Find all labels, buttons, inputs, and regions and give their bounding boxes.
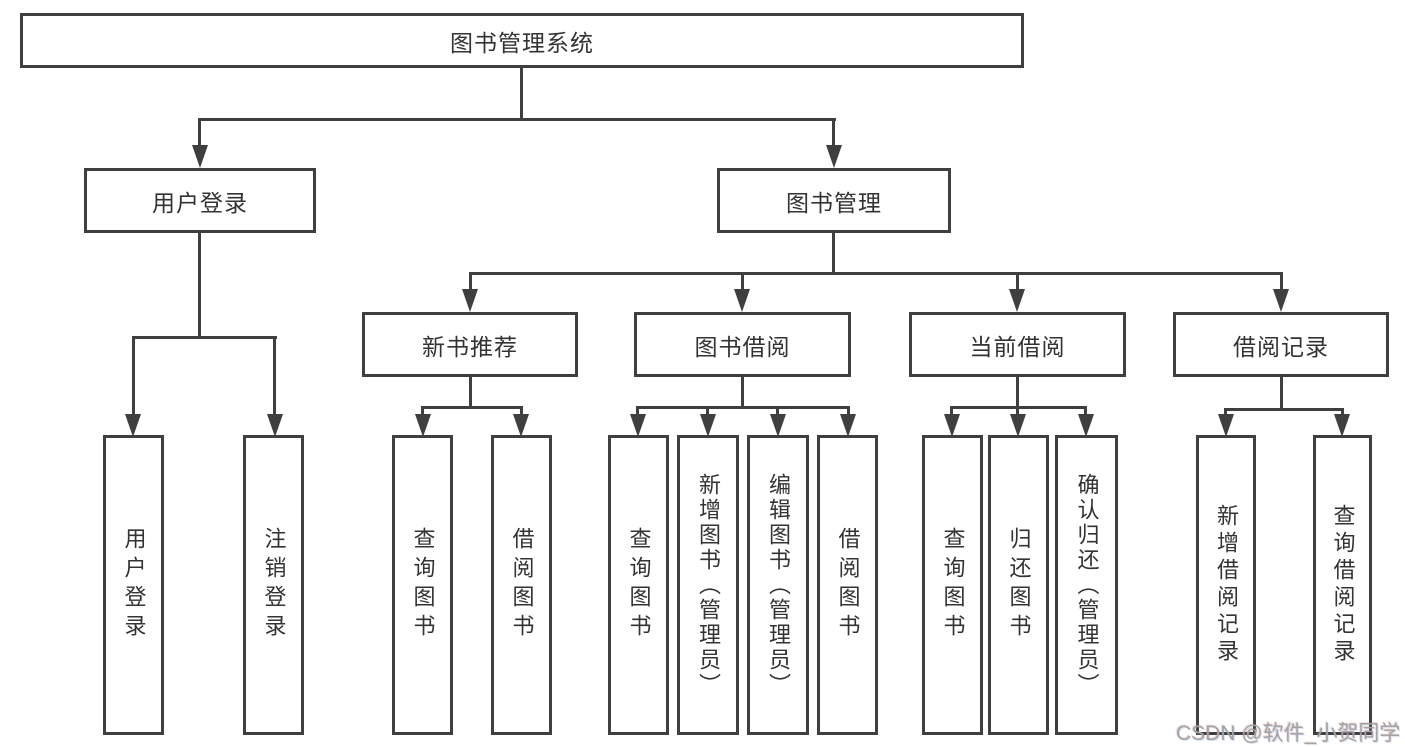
connector-user-login-hline xyxy=(132,336,277,339)
leaf-cb-confirm-return-admin: 确认归还（管理员） xyxy=(1055,435,1118,735)
node-library-management-system: 图书管理系统 xyxy=(20,13,1024,68)
leaf-cb-return-books-label: 归还图书 xyxy=(1006,527,1032,643)
leaf-logout-label: 注销登录 xyxy=(261,527,287,643)
arrow-to-nb-query-books xyxy=(415,414,431,437)
leaf-bb-query-books-label: 查询图书 xyxy=(626,527,652,643)
leaf-bb-query-books: 查询图书 xyxy=(608,435,669,735)
connector-user-login-drop-1 xyxy=(132,336,135,416)
connector-br-drop-2 xyxy=(1341,408,1344,418)
node-new-book-recommend: 新书推荐 xyxy=(362,312,578,377)
node-book-management: 图书管理 xyxy=(717,168,951,233)
node-book-management-label: 图书管理 xyxy=(786,189,882,216)
node-library-management-system-label: 图书管理系统 xyxy=(450,29,594,56)
arrow-to-bb-query-books xyxy=(630,414,646,437)
connector-root-drop-right xyxy=(832,118,835,148)
arrow-to-book-borrowing xyxy=(734,289,750,312)
connector-bb-drop-4 xyxy=(847,406,850,418)
leaf-bb-edit-books-admin: 编辑图书（管理员） xyxy=(747,435,809,735)
arrow-to-leaf-logout xyxy=(267,414,283,437)
connector-cb-drop-3 xyxy=(1084,406,1087,418)
arrow-to-current-borrowing xyxy=(1009,289,1025,312)
connector-user-login-drop-2 xyxy=(273,336,276,416)
arrow-to-bb-borrow-books xyxy=(840,414,856,437)
connector-bb-drop-3 xyxy=(776,406,779,418)
arrow-to-book-management xyxy=(826,145,842,168)
leaf-cb-confirm-return-admin-label: 确认归还（管理员） xyxy=(1074,472,1100,698)
connector-book-mgmt-drop-3 xyxy=(1016,272,1019,292)
node-borrowing-records: 借阅记录 xyxy=(1173,312,1389,377)
node-new-book-recommend-label: 新书推荐 xyxy=(422,333,518,360)
leaf-bb-add-books-admin-label: 新增图书（管理员） xyxy=(696,472,721,698)
connector-user-login-vline xyxy=(198,233,201,336)
node-user-login-label: 用户登录 xyxy=(152,189,248,216)
leaf-user-login-label: 用户登录 xyxy=(121,527,147,643)
leaf-logout: 注销登录 xyxy=(243,435,304,735)
connector-book-mgmt-drop-2 xyxy=(741,272,744,292)
leaf-cb-query-books-label: 查询图书 xyxy=(940,527,966,643)
connector-nb-vline xyxy=(469,377,472,406)
leaf-nb-borrow-books-label: 借阅图书 xyxy=(509,527,535,643)
connector-bb-vline xyxy=(741,377,744,406)
arrow-to-br-query-record xyxy=(1334,414,1350,437)
connector-root-vline xyxy=(520,68,523,120)
connector-cb-vline xyxy=(1016,377,1019,406)
arrow-to-user-login xyxy=(192,145,208,168)
arrow-to-borrowing-records xyxy=(1273,289,1289,312)
node-borrowing-records-label: 借阅记录 xyxy=(1233,333,1329,360)
connector-bb-hline xyxy=(636,406,850,409)
node-current-borrowing: 当前借阅 xyxy=(909,312,1126,377)
leaf-br-query-record-label: 查询借阅记录 xyxy=(1330,504,1356,666)
connector-nb-drop-2 xyxy=(520,406,523,418)
leaf-nb-query-books-label: 查询图书 xyxy=(410,527,436,643)
arrow-to-bb-edit-books xyxy=(770,414,786,437)
connector-root-hline xyxy=(198,118,836,121)
connector-book-mgmt-hline xyxy=(469,272,1283,275)
leaf-nb-query-books: 查询图书 xyxy=(392,435,453,735)
arrow-to-leaf-user-login xyxy=(125,414,141,437)
node-user-login: 用户登录 xyxy=(84,168,316,233)
arrow-to-cb-query-books xyxy=(944,414,960,437)
connector-cb-drop-1 xyxy=(950,406,953,418)
leaf-br-add-record-label: 新增借阅记录 xyxy=(1214,504,1239,666)
leaf-bb-edit-books-admin-label: 编辑图书（管理员） xyxy=(766,472,791,698)
connector-br-vline xyxy=(1280,377,1283,408)
connector-br-hline xyxy=(1224,408,1344,411)
arrow-to-new-book-recommend xyxy=(462,289,478,312)
leaf-bb-borrow-books: 借阅图书 xyxy=(817,435,878,735)
connector-cb-drop-2 xyxy=(1016,406,1019,418)
leaf-br-query-record: 查询借阅记录 xyxy=(1313,435,1372,735)
arrow-to-cb-return-books xyxy=(1010,414,1026,437)
connector-br-drop-1 xyxy=(1224,408,1227,418)
leaf-user-login: 用户登录 xyxy=(103,435,164,735)
arrow-to-nb-borrow-books xyxy=(513,414,529,437)
arrow-to-br-add-record xyxy=(1218,414,1234,437)
connector-book-mgmt-vline xyxy=(832,233,835,272)
csdn-watermark: CSDN @软件_小贺同学 xyxy=(1176,722,1401,745)
leaf-cb-query-books: 查询图书 xyxy=(922,435,983,735)
connector-bb-drop-2 xyxy=(706,406,709,418)
arrow-to-cb-confirm-return xyxy=(1078,414,1094,437)
connector-book-mgmt-drop-1 xyxy=(469,272,472,292)
connector-bb-drop-1 xyxy=(636,406,639,418)
leaf-cb-return-books: 归还图书 xyxy=(988,435,1049,735)
connector-nb-drop-1 xyxy=(421,406,424,418)
connector-root-drop-left xyxy=(198,118,201,148)
leaf-nb-borrow-books: 借阅图书 xyxy=(491,435,552,735)
node-current-borrowing-label: 当前借阅 xyxy=(969,333,1066,360)
arrow-to-bb-add-books xyxy=(700,414,716,437)
leaf-bb-add-books-admin: 新增图书（管理员） xyxy=(677,435,739,735)
leaf-bb-borrow-books-label: 借阅图书 xyxy=(835,527,861,643)
leaf-br-add-record: 新增借阅记录 xyxy=(1196,435,1256,735)
connector-nb-hline xyxy=(421,406,523,409)
node-book-borrowing: 图书借阅 xyxy=(634,312,851,377)
node-book-borrowing-label: 图书借阅 xyxy=(694,333,791,360)
connector-book-mgmt-drop-4 xyxy=(1280,272,1283,292)
